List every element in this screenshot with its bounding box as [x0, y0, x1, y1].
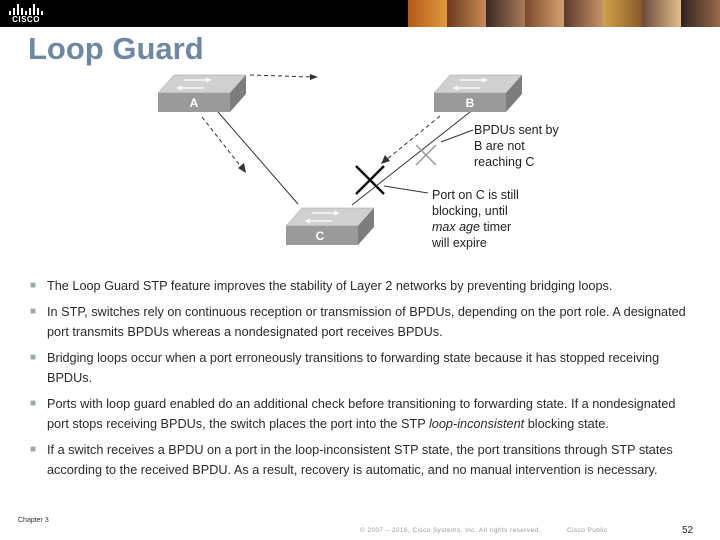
- bpdu-arrow-b-c: [386, 116, 440, 160]
- bullet-icon: ■: [30, 276, 36, 296]
- cisco-bars-icon: [9, 4, 43, 15]
- bullet-item: ■Bridging loops occur when a port errone…: [30, 348, 700, 388]
- switch-b-label: B: [466, 96, 475, 110]
- arrowhead-icon: [310, 74, 318, 80]
- page-number: 52: [682, 525, 693, 536]
- bullet-icon: ■: [30, 348, 36, 368]
- loop-guard-diagram: A B C BPDUs sent by B are not reaching C…: [140, 60, 580, 252]
- switch-c: C: [286, 208, 374, 245]
- footer-chapter: Chapter 3: [18, 517, 49, 524]
- switch-a-label: A: [190, 96, 199, 110]
- callout-c-pointer: [384, 186, 428, 193]
- switch-a: A: [158, 75, 246, 112]
- header-photo-strip: [408, 0, 720, 27]
- cisco-logo: CISCO: [8, 4, 44, 24]
- bullet-item: ■In STP, switches rely on continuous rec…: [30, 302, 700, 342]
- switch-b: B: [434, 75, 522, 112]
- footer-copyright: © 2007 – 2016, Cisco Systems, Inc. All r…: [360, 527, 541, 534]
- callout-b-text: BPDUs sent by B are not reaching C: [474, 123, 562, 169]
- switch-c-label: C: [316, 229, 325, 243]
- link-a-c: [218, 112, 298, 204]
- lost-bpdu-x-icon: [416, 145, 436, 165]
- bullet-icon: ■: [30, 394, 36, 414]
- arrowhead-icon: [238, 163, 246, 173]
- cisco-wordmark: CISCO: [8, 15, 44, 24]
- callout-c-text: Port on C is still blocking, until max a…: [431, 188, 522, 250]
- bullet-item: ■If a switch receives a BPDU on a port i…: [30, 440, 700, 480]
- header-bar: CISCO: [0, 0, 720, 27]
- callout-b-pointer: [441, 130, 473, 142]
- bpdu-arrow-a-b: [250, 75, 312, 77]
- bullet-item: ■The Loop Guard STP feature improves the…: [30, 276, 700, 296]
- blocked-port-x-icon: [356, 166, 384, 194]
- arrowhead-icon: [381, 155, 390, 164]
- bullet-icon: ■: [30, 302, 36, 322]
- bpdu-arrow-a-c: [202, 117, 242, 168]
- bullet-icon: ■: [30, 440, 36, 460]
- bullet-list: ■The Loop Guard STP feature improves the…: [30, 276, 700, 486]
- footer-classification: Cisco Public: [567, 527, 608, 534]
- bullet-item: ■Ports with loop guard enabled do an add…: [30, 394, 700, 434]
